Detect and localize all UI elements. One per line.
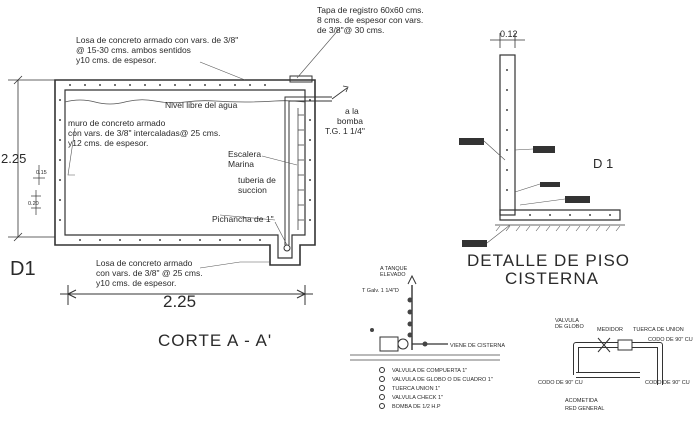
water-level-line — [64, 99, 306, 105]
suction-label-1: tuberia de — [238, 175, 276, 185]
foot-valve-symbol — [283, 244, 291, 252]
lid-note-1: Tapa de registro 60x60 cms. — [317, 5, 424, 15]
bottom-slab-note-2: con vars. de 3/8" @ 25 cms. — [96, 268, 203, 278]
elbow-right-label: CODO DE 90" CU — [648, 337, 693, 343]
pump-diagram: A TANQUE ELEVADO T Galv. 1 1/4"D VIENE D… — [350, 266, 505, 410]
top-slab-note-3: y10 cms. de espesor. — [76, 55, 156, 65]
elbow-bottom-label: CODO DE 90" CU — [645, 380, 690, 386]
detail-title-1: DETALLE DE PISO — [467, 251, 630, 270]
elbow-left-label: CODO DE 90" CU — [538, 380, 583, 386]
pump-note-1: a la — [345, 106, 359, 116]
wall-dim-label: 0.15 — [36, 170, 47, 176]
connection-label-1: ACOMETIDA — [565, 398, 598, 404]
legend-item-1: VALVULA DE COMPUERTA 1" — [392, 368, 467, 374]
detail-top-dim: 0.12 — [500, 29, 518, 39]
marine-ladder — [297, 108, 304, 230]
wall-note-1: muro de concreto armado — [68, 118, 166, 128]
legend-item-4: VALVULA CHECK 1" — [392, 395, 443, 401]
meter-label: MEDIDOR — [597, 327, 623, 333]
tank-label-1: A TANQUE — [380, 266, 408, 272]
union-label: TUERCA DE UNION — [633, 327, 684, 333]
bottom-dim-label: 0.20 — [28, 201, 39, 207]
section-title: CORTE A - A' — [158, 331, 272, 350]
lid-note-3: de 3/8"@ 30 cms. — [317, 25, 384, 35]
lid-note-2: 8 cms. de espesor con vars. — [317, 15, 423, 25]
meter-pipe-outer — [573, 342, 663, 385]
width-dimension — [60, 285, 313, 305]
globe-valve-label-2: DE GLOBO — [555, 324, 584, 330]
registry-lid — [289, 75, 313, 83]
bottom-slab-note-3: y10 cms. de espesor. — [96, 278, 176, 288]
detail-tag-3 — [540, 182, 560, 187]
detail-tag-1 — [459, 138, 484, 145]
water-level-label: Nivel libre del agua — [165, 100, 238, 110]
height-dimension — [8, 75, 55, 242]
detail-tag-4 — [565, 196, 590, 203]
top-slab-note-1: Losa de concreto armado con vars. de 3/8… — [76, 35, 238, 45]
detail-title-2: CISTERNA — [505, 269, 599, 288]
suction-pipe — [284, 96, 332, 245]
tank-label-2: ELEVADO — [380, 272, 406, 278]
pump-motor — [397, 338, 409, 350]
cistern-section: Losa de concreto armado con vars. de 3/8… — [1, 5, 424, 350]
height-dim-label: 2.25 — [1, 151, 26, 166]
meter-diagram: VALVULA DE GLOBO MEDIDOR TUERCA DE UNION… — [538, 318, 693, 412]
detail-slab — [499, 209, 621, 221]
top-slab-note-2: @ 15-30 cms. ambos sentidos — [76, 45, 191, 55]
pump-note-2: bomba — [337, 116, 363, 126]
foot-valve-label: Pichancha de 1" — [212, 214, 274, 224]
pump-legend: VALVULA DE COMPUERTA 1" VALVULA DE GLOBO… — [379, 367, 493, 410]
legend-item-2: VALVULA DE GLOBO O DE CUADRO 1" — [392, 377, 493, 383]
wall-note-2: con vars. de 3/8" intercaladas@ 25 cms. — [68, 128, 220, 138]
pump-note-3: T.G. 1 1/4" — [325, 126, 365, 136]
bottom-slab-note-1: Losa de concreto armado — [96, 258, 193, 268]
ladder-label-1: Escalera — [228, 149, 261, 159]
detail-wall — [499, 54, 516, 216]
detail-tag-5 — [462, 240, 487, 247]
connection-label-2: RED GENERAL — [565, 406, 604, 412]
detail-tag-2 — [533, 146, 555, 153]
legend-item-3: TUERCA UNION 1" — [392, 386, 440, 392]
from-cistern-label: VIENE DE CISTERNA — [450, 343, 505, 349]
section-d1-label: D1 — [10, 258, 36, 280]
detail-d1-label: D 1 — [593, 156, 613, 171]
pipe-label: T Galv. 1 1/4"D — [362, 288, 399, 294]
suction-label-2: succion — [238, 185, 267, 195]
cistern-inner-outline — [64, 89, 306, 259]
pump-body — [379, 336, 399, 352]
globe-valve-label-1: VALVULA — [555, 318, 579, 324]
ladder-label-2: Marina — [228, 159, 254, 169]
rebar-dots — [59, 84, 311, 241]
floor-detail: 0.12 D 1 DETALLE DE PISO CISTERNA — [459, 29, 630, 288]
width-dim-label: 2.25 — [163, 292, 196, 311]
globe-valve-icon — [597, 337, 611, 353]
cistern-outer-outline — [54, 79, 316, 266]
meter-icon — [617, 339, 633, 351]
legend-item-5: BOMBA DE 1/2 H.P — [392, 404, 441, 410]
riser-arrow-icon — [407, 274, 417, 285]
pump-arrow-icon — [342, 85, 349, 93]
wall-note-3: y12 cms. de espesor. — [68, 138, 148, 148]
